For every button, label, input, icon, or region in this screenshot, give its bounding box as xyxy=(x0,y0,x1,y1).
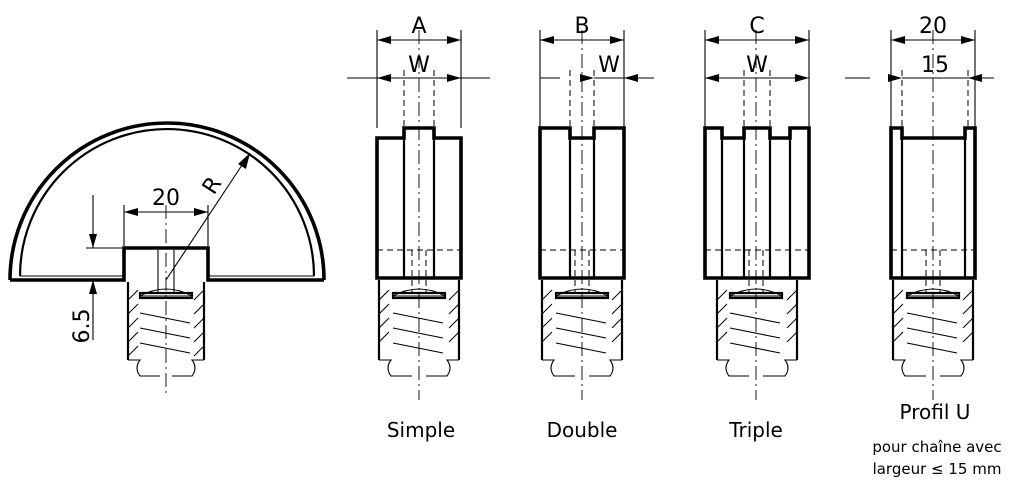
simple-inner-dim: W xyxy=(408,53,430,78)
triple-caption: Triple xyxy=(728,418,783,442)
inner-arc xyxy=(18,127,316,277)
u-note-line1: pour chaîne avec xyxy=(872,438,1001,456)
u-top-dim: 20 xyxy=(919,14,947,39)
u-inner-dim: 15 xyxy=(921,53,949,78)
profile-triple: C W Triple xyxy=(703,14,811,442)
triple-top-dim: C xyxy=(749,14,764,39)
double-caption: Double xyxy=(547,418,618,442)
double-inner-dim: W xyxy=(598,53,620,78)
spring-plunger xyxy=(126,250,206,377)
profile-simple: A W Simple xyxy=(347,14,490,442)
triple-inner-dim: W xyxy=(746,53,768,78)
profile-double: B W Double xyxy=(538,14,654,442)
u-note-line2: largeur ≤ 15 mm xyxy=(873,460,1002,478)
base-profile xyxy=(10,246,324,282)
dim-width-label: 20 xyxy=(152,186,180,211)
radius-line xyxy=(165,152,251,281)
simple-caption: Simple xyxy=(387,418,455,442)
outer-arc xyxy=(8,121,326,281)
simple-top-dim: A xyxy=(411,14,426,39)
dim-depth-label: 6.5 xyxy=(70,309,95,344)
double-top-dim: B xyxy=(574,14,589,39)
profile-u: 20 15 Profil U pour chaîne avec xyxy=(845,14,1002,478)
u-caption: Profil U xyxy=(900,400,971,424)
section-view: 20 R 6.5 xyxy=(8,121,326,395)
